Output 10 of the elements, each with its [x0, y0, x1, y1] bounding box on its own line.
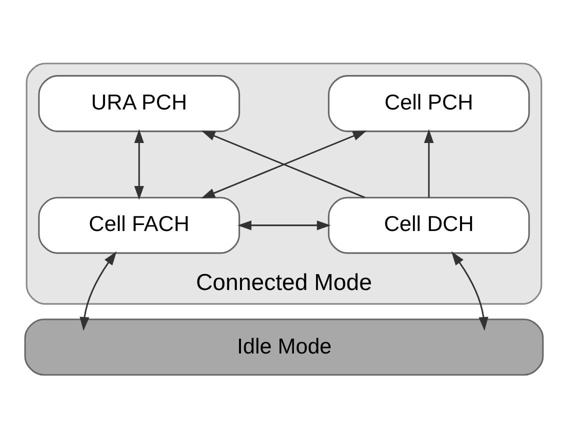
node-box: Cell PCH	[328, 74, 530, 132]
node-box: Cell DCH	[328, 196, 530, 254]
node-box: URA PCH	[38, 74, 240, 132]
node-box: Cell FACH	[38, 196, 240, 254]
arrow	[238, 220, 331, 230]
arrow	[134, 128, 144, 200]
arrow	[80, 250, 117, 330]
arrow	[424, 128, 434, 198]
arrow	[451, 250, 488, 330]
node-box: Idle Mode	[24, 318, 544, 376]
